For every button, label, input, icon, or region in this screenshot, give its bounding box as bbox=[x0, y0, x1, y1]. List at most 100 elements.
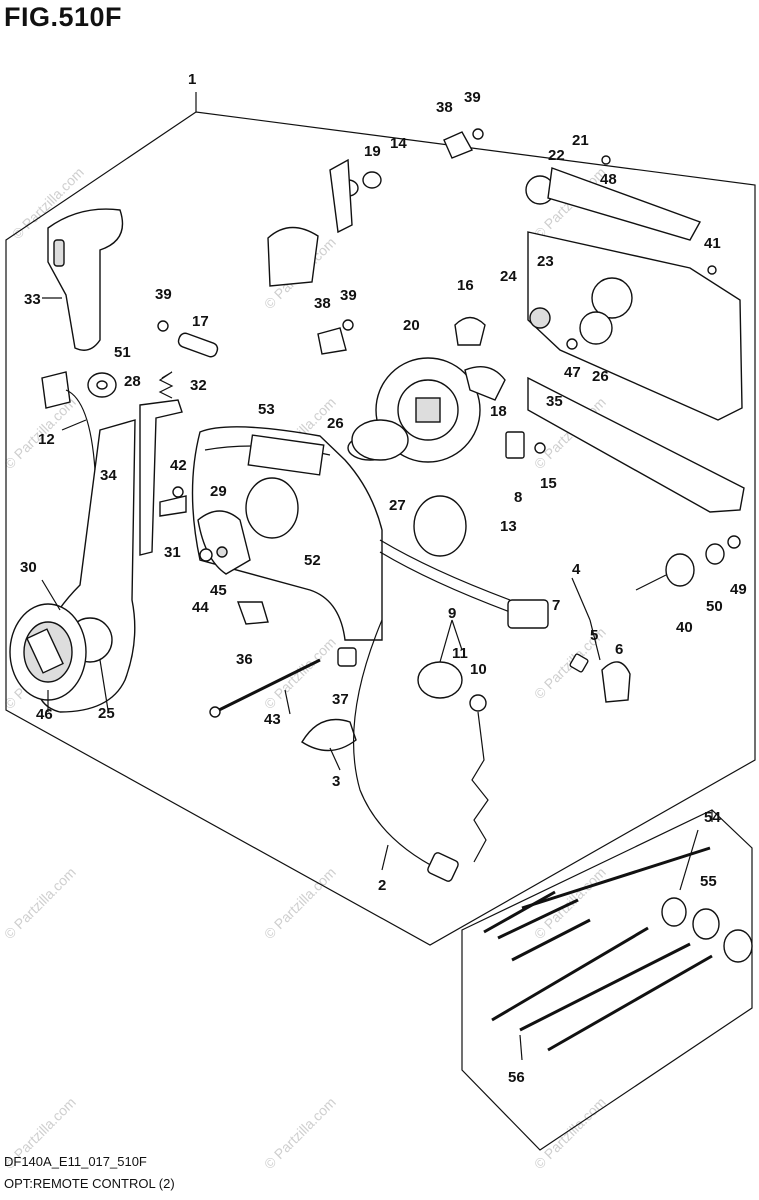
housing-bore bbox=[245, 477, 299, 539]
callout-number: 2 bbox=[378, 877, 386, 894]
trim-switch-12 bbox=[41, 371, 71, 409]
key-5 bbox=[569, 653, 589, 673]
callout-number: 35 bbox=[546, 393, 563, 410]
callout-number: 43 bbox=[264, 711, 281, 728]
switch-wire bbox=[65, 389, 96, 471]
screw-42 bbox=[172, 486, 184, 498]
callout-number: 55 bbox=[700, 873, 717, 890]
callout-number: 27 bbox=[389, 497, 406, 514]
cover-plate-21 bbox=[547, 167, 702, 241]
screw-15 bbox=[534, 442, 546, 454]
nut-49 bbox=[727, 535, 741, 549]
callout-number: 6 bbox=[615, 641, 623, 658]
bushing-26 bbox=[579, 311, 613, 345]
washer-50 bbox=[705, 543, 725, 565]
bracket-35 bbox=[527, 376, 745, 513]
callout-number: 38 bbox=[314, 295, 331, 312]
harness-wires bbox=[379, 539, 511, 601]
callout-number: 34 bbox=[100, 467, 117, 484]
bolt-56 bbox=[519, 942, 691, 1032]
callout-number: 49 bbox=[730, 581, 747, 598]
callout-number: 46 bbox=[36, 706, 53, 723]
bolt-43 bbox=[214, 658, 321, 714]
callout-number: 44 bbox=[192, 599, 209, 616]
callout-number: 9 bbox=[448, 605, 456, 622]
watermark-text: © Partzilla.com bbox=[531, 1094, 609, 1172]
clip-37 bbox=[337, 647, 357, 667]
callout-number: 36 bbox=[236, 651, 253, 668]
callout-number: 12 bbox=[38, 431, 55, 448]
callout-number: 39 bbox=[464, 89, 481, 106]
cushion-55 bbox=[723, 929, 753, 963]
main-switch-7 bbox=[507, 599, 549, 629]
lanyard-coil bbox=[471, 711, 489, 863]
callout-number: 5 bbox=[590, 627, 598, 644]
plate-28 bbox=[139, 399, 183, 556]
connector-2 bbox=[427, 852, 459, 882]
callout-number: 7 bbox=[552, 597, 560, 614]
cushion-55 bbox=[692, 908, 720, 940]
bolt-56 bbox=[547, 954, 713, 1052]
callout-number: 37 bbox=[332, 691, 349, 708]
callout-number: 18 bbox=[490, 403, 507, 420]
callout-number: 26 bbox=[327, 415, 344, 432]
callout-number: 17 bbox=[192, 313, 209, 330]
cable-clip-38 bbox=[317, 327, 347, 355]
callout-number: 41 bbox=[704, 235, 721, 252]
control-housing-52 bbox=[191, 426, 383, 641]
watermark-text: © Partzilla.com bbox=[1, 864, 79, 942]
clip-39 bbox=[157, 320, 169, 332]
callout-number: 25 bbox=[98, 705, 115, 722]
spring-32 bbox=[158, 371, 174, 399]
neutral-switch-8 bbox=[505, 431, 525, 459]
washer-hole bbox=[96, 380, 108, 390]
harness-wires bbox=[379, 551, 511, 613]
callout-number: 45 bbox=[210, 582, 227, 599]
harness-2 bbox=[353, 619, 441, 871]
callout-number: 16 bbox=[457, 277, 474, 294]
watermark-text: © Partzilla.com bbox=[261, 864, 339, 942]
cover-bore bbox=[591, 277, 633, 319]
callout-number: 28 bbox=[124, 373, 141, 390]
cushion-55 bbox=[661, 897, 687, 927]
bolt-head bbox=[209, 706, 221, 718]
watermark-text: © Partzilla.com bbox=[261, 634, 339, 712]
screw-48 bbox=[601, 155, 611, 165]
callout-number: 26 bbox=[592, 368, 609, 385]
plate-31 bbox=[159, 495, 187, 517]
cam-16 bbox=[454, 316, 486, 346]
cover-3 bbox=[301, 718, 357, 752]
clip-39 bbox=[342, 319, 354, 331]
callout-number: 40 bbox=[676, 619, 693, 636]
screw-47 bbox=[566, 338, 578, 350]
lever-24 bbox=[529, 307, 551, 329]
callout-number: 8 bbox=[514, 489, 522, 506]
arm-assy bbox=[329, 158, 353, 234]
callout-number: 31 bbox=[164, 544, 181, 561]
callout-number: 53 bbox=[258, 401, 275, 418]
callout-number: 47 bbox=[564, 364, 581, 381]
bolt-56 bbox=[491, 926, 649, 1022]
housing-label-53 bbox=[247, 434, 325, 476]
callout-number: 48 bbox=[600, 171, 617, 188]
cable-clip-38 bbox=[443, 131, 473, 159]
callout-number: 1 bbox=[188, 71, 196, 88]
callout-number: 3 bbox=[332, 773, 340, 790]
callout-number: 30 bbox=[20, 559, 37, 576]
pin-17 bbox=[177, 332, 219, 358]
friction-plate-square bbox=[415, 397, 441, 423]
screw-44 bbox=[199, 548, 213, 562]
callout-number: 51 bbox=[114, 344, 131, 361]
shaft-18 bbox=[464, 366, 506, 401]
callout-number: 54 bbox=[704, 809, 721, 826]
buzzer-13 bbox=[413, 495, 467, 557]
callout-number: 23 bbox=[537, 253, 554, 270]
grip-slot bbox=[53, 239, 65, 267]
callout-number: 14 bbox=[390, 135, 407, 152]
stop-switch-11 bbox=[417, 661, 463, 699]
washer-14 bbox=[362, 171, 382, 189]
callout-number: 22 bbox=[548, 147, 565, 164]
clip-10 bbox=[469, 694, 487, 712]
grip-33 bbox=[47, 208, 124, 351]
